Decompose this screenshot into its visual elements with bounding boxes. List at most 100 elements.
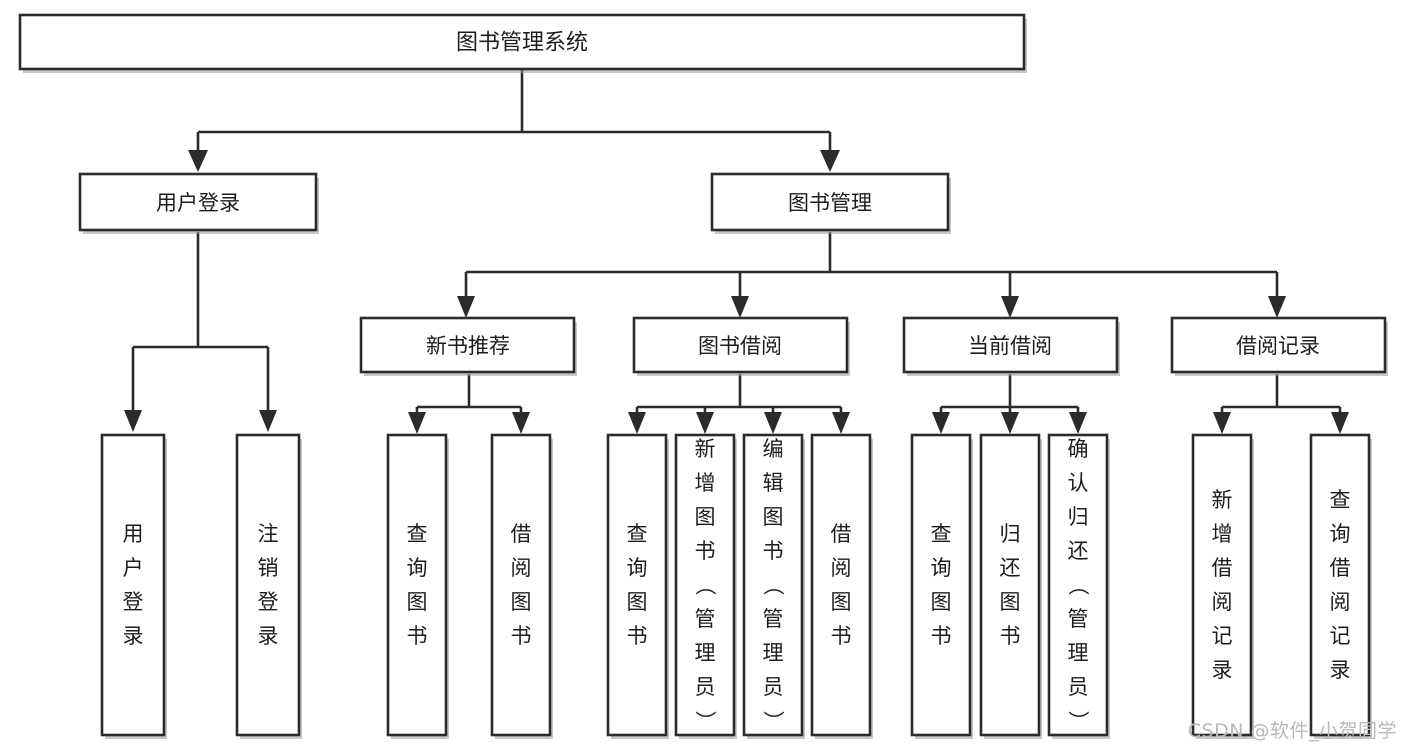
leaf-label-char: 图	[831, 590, 852, 614]
node-book-manage-label: 图书管理	[788, 191, 872, 215]
leaf-label-char: 还	[1068, 539, 1089, 563]
node-user-login-rect	[78, 172, 318, 232]
arrow-bm-to-record	[1268, 296, 1286, 318]
leaf-label-char: 新	[1212, 488, 1233, 512]
leaf-node-rect	[742, 433, 804, 737]
leaf-label-char: 询	[931, 556, 952, 580]
leaf-label-char: 新	[695, 437, 716, 461]
leaf-label-char: 理	[1068, 641, 1089, 665]
arrow-bm-to-borrow	[731, 296, 749, 318]
node-user-login-label: 用户登录	[156, 191, 240, 215]
leaf-label-char: 辑	[763, 471, 784, 495]
leaf-label-char: 增	[695, 471, 716, 495]
leaf-label-char: ）	[1066, 711, 1090, 732]
leaf-label-char: 员	[695, 675, 716, 699]
leaf-label-char: 借	[831, 522, 852, 546]
node-new-book-recommend[interactable]: 新书推荐	[359, 316, 577, 376]
leaf-label-char: 销	[258, 556, 279, 580]
node-current-borrow[interactable]: 当前借阅	[902, 316, 1120, 376]
arrow-root-to-book-manage	[820, 150, 840, 172]
arrow-borrow-leaf3	[764, 412, 782, 434]
leaf-label-char: 书	[407, 624, 428, 648]
leaf-label-char: 增	[1212, 522, 1233, 546]
arrow-record-leaf2	[1331, 412, 1349, 434]
leaf-label-char: 询	[407, 556, 428, 580]
node-root-rect	[18, 13, 1026, 71]
leaf-label-char: 录	[1212, 658, 1233, 682]
node-book-manage[interactable]: 图书管理	[710, 172, 951, 234]
node-book-borrow[interactable]: 图书借阅	[632, 316, 850, 376]
node-borrow-record[interactable]: 借阅记录	[1170, 316, 1388, 376]
csdn-watermark: CSDN @软件_小贺同学	[1187, 720, 1397, 742]
arrow-borrow-leaf4	[832, 412, 850, 434]
leaf-label-char: 询	[1330, 522, 1351, 546]
leaf-node-rect	[1309, 433, 1371, 737]
leaf-label-char: （	[1066, 575, 1090, 596]
leaf-node-label: 用户登录	[123, 522, 144, 648]
node-borrow-record-label: 借阅记录	[1236, 334, 1320, 358]
leaf-label-char: 询	[627, 556, 648, 580]
node-user-login[interactable]: 用户登录	[78, 172, 319, 234]
leaf-label-char: 书	[831, 624, 852, 648]
leaf-label-char: 书	[763, 539, 784, 563]
leaf-node-rect	[1047, 433, 1109, 737]
leaf-label-char: 认	[1068, 471, 1089, 495]
leaf-node-rect	[979, 433, 1041, 737]
leaf-label-char: 图	[695, 505, 716, 529]
leaf-label-char: 记	[1330, 624, 1351, 648]
arrow-root-to-user-login	[188, 150, 208, 172]
node-new-book-label: 新书推荐	[426, 334, 510, 358]
leaf-node-rect	[674, 433, 736, 737]
leaf-node-layer: 用户登录注销登录查询图书借阅图书查询图书新增图书（管理员）编辑图书（管理员）借阅…	[100, 433, 1372, 739]
leaf-label-char: 录	[258, 624, 279, 648]
leaf-label-char: 员	[1068, 675, 1089, 699]
leaf-label-char: 登	[123, 590, 144, 614]
arrow-bm-to-new-book	[457, 296, 475, 318]
leaf-label-char: 书	[511, 624, 532, 648]
node-current-borrow-label: 当前借阅	[968, 334, 1052, 358]
leaf-node-rect	[910, 433, 972, 737]
leaf-label-char: 阅	[1212, 590, 1233, 614]
leaf-label-char: 借	[1212, 556, 1233, 580]
node-root[interactable]: 图书管理系统	[18, 13, 1027, 73]
arrow-new-book-leaf1	[408, 412, 426, 434]
leaf-label-char: 书	[1000, 624, 1021, 648]
node-book-borrow-label: 图书借阅	[698, 334, 782, 358]
node-book-borrow-rect	[632, 316, 849, 374]
leaf-label-char: 借	[1330, 556, 1351, 580]
arrow-record-leaf1	[1213, 412, 1231, 434]
leaf-label-char: 还	[1000, 556, 1021, 580]
leaf-label-char: 书	[695, 539, 716, 563]
leaf-label-char: 查	[931, 522, 952, 546]
leaf-label-char: 登	[258, 590, 279, 614]
arrow-current-leaf2	[1001, 412, 1019, 434]
leaf-node[interactable]: 用户登录	[100, 433, 167, 739]
arrow-user-login-leaf2	[259, 410, 277, 432]
leaf-node-rect	[606, 433, 668, 737]
arrow-bm-to-current	[1001, 296, 1019, 318]
leaf-label-char: 确	[1068, 437, 1089, 461]
leaf-label-char: 管	[695, 607, 716, 631]
node-new-book-rect	[359, 316, 576, 374]
